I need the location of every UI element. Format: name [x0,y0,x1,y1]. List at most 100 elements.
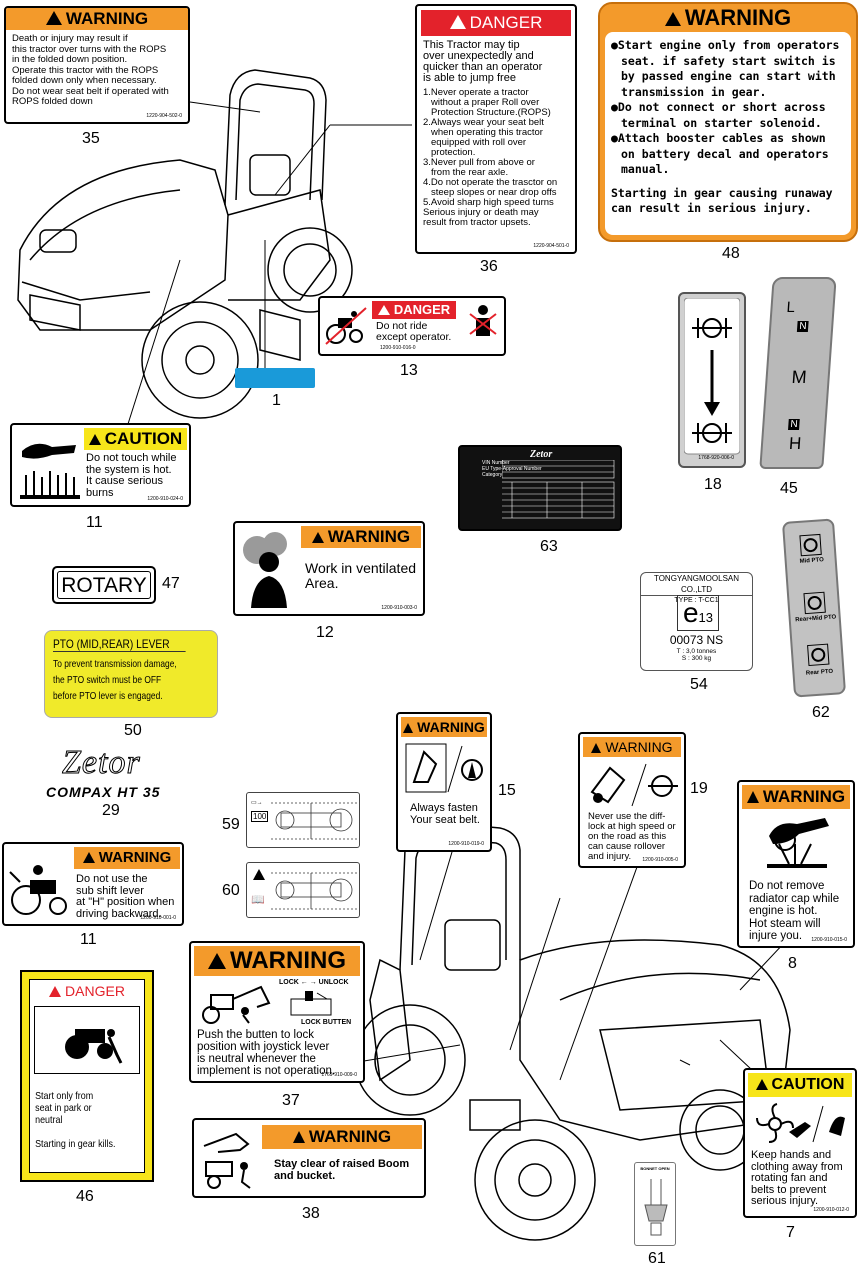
decal-12-code: 1200-910-003-0 [381,605,417,611]
warning-icon [45,11,62,25]
decal-12-line: Area. [305,575,339,591]
warning-icon [403,723,414,733]
decal-48-line: terminal on starter solenoid. [621,115,822,130]
decal-11-line: burns [86,486,114,499]
decal-36-line: result from tractor upsets. [423,217,531,228]
hot-surface-icon [20,443,80,499]
identification-plate-grid [502,460,615,519]
callout-7: 7 [786,1224,795,1241]
decal-7: CAUTION Keep hands and clothing away fro… [743,1068,857,1218]
callout-37: 37 [282,1092,300,1109]
diff-lock-icon [590,763,678,807]
decal-7-code: 1200-910-012-0 [813,1207,849,1213]
decal-29: Zetor COMPAX HT 35 [46,744,186,804]
lock-button-icon [290,991,332,1016]
decal-11-line: It cause serious [86,475,164,487]
decal-36-line: over unexpectedly and [423,50,534,62]
decal-37-line: implement is not operation. [197,1065,336,1077]
seated-operator-icon [469,305,497,336]
callout-46: 46 [76,1188,94,1205]
plate-row: VIN Number [482,460,510,466]
decal-48-line: ●Do not connect or short across [611,100,826,114]
caution-icon [88,434,101,445]
decal-35-line: this tractor over turns with the ROPS [12,43,167,55]
decal-13: DANGER Do not ride except operator. 1200… [318,296,506,356]
e-mark-number: 13 [698,610,714,625]
callout-45: 45 [780,480,798,497]
callout-8: 8 [788,955,797,972]
decal-15-line: Always fasten [410,802,478,814]
decal-36-line: from the rear axle. [431,167,509,178]
decal-38-line: Stay clear of raised Boom [274,1158,410,1170]
decal-48-line: on battery decal and operators [621,146,829,161]
decal-7-line: serious injury. [751,1195,819,1207]
pto-mode-rear: Rear PTO [805,668,834,677]
callout-63: 63 [540,538,558,555]
decal-46-header: DANGER [30,980,144,1002]
callout-48: 48 [722,245,740,262]
raised-boom-icon [203,1132,251,1189]
decal-35-line: ROPS folded down [12,96,93,107]
decal-38-header: WARNING [262,1125,422,1149]
gear-mark-N: N [796,321,809,332]
rotating-fan-icon [756,1103,845,1143]
decal-11b-line: sub shift lever [76,884,144,897]
decal-38: WARNING Stay clear of raised Boom and bu… [192,1118,426,1198]
decal-7-line: Keep hands and [751,1149,832,1161]
decal-36-line: protection. [431,147,476,158]
part-1-highlight [235,368,315,388]
callout-35: 35 [82,130,100,147]
service-icon: ▭→ [251,800,263,806]
decal-54-company: TONGYANGMOOLSAN CO.,LTD [641,573,752,596]
decal-8-line: Hot steam will [749,917,821,930]
decal-54-approval: 00073 NS [669,633,724,647]
rotary-label: ROTARY [57,571,151,599]
decal-46: DANGER Start only from seat in park or n… [20,970,154,1182]
callout-38: 38 [302,1205,320,1222]
decal-11-line: Do not touch while [86,452,177,464]
radiator-steam-icon [767,818,829,868]
decal-13-header: DANGER [372,301,456,319]
decal-19-code: 1200-910-005-0 [642,857,678,863]
decal-48-line: by passed engine can start with [621,69,836,83]
decal-46-line: Starting in gear kills. [35,1138,116,1150]
decal-61-header: BONNET OPEN [640,1166,670,1171]
decal-11-header: CAUTION [84,428,187,450]
decal-36-line: This Tractor may tip [423,39,520,51]
decal-48-header: WARNING [600,4,856,32]
decal-61: BONNET OPEN [634,1162,676,1246]
callout-11: 11 [86,514,103,531]
decal-7-line: belts to prevent [751,1183,827,1196]
decal-13-code: 1200-910-016-0 [380,345,416,351]
decal-36-header: DANGER [421,10,571,36]
decal-19-line: and injury. [588,851,632,862]
pto-icon [803,591,826,615]
decal-8-line: Do not remove [749,880,825,892]
pto-mode-rear-mid: Rear+Mid PTO [795,614,837,624]
decal-11-code: 1200-910-024-0 [147,496,183,502]
decal-11b-line: at "H" position when [76,896,175,908]
callout-1: 1 [272,392,281,409]
decal-35-code: 1220-904-502-0 [146,113,182,119]
decal-8-line: injure you. [749,930,803,942]
decal-46-line: Start only from [35,1090,94,1102]
lock-unlock-label: LOCK ← → UNLOCK [279,979,349,986]
decal-19-line: on the road as this [588,831,667,842]
decal-37-header: WARNING [194,946,360,976]
decal-15-code: 1200-910-019-0 [448,841,484,847]
callout-15: 15 [498,782,516,799]
danger-icon [377,305,390,315]
zetor-logo: Zetor [530,449,553,460]
decal-60: 📖 [246,862,360,918]
decal-35-line: in the folded down position. [12,54,128,65]
decal-36-line: quicker than an operator [423,61,543,73]
decal-11b-line: driving backward. [76,907,162,920]
decal-54-s: S : 300 kg [681,655,712,662]
decal-54-t: T : 3,0 tonnes [676,648,717,655]
decal-35-line: Operate this tractor with the ROPS [12,64,159,76]
decal-19-line: can cause rollover [588,841,666,852]
decal-8: WARNING Do not remove radiator cap while… [737,780,855,948]
seat-belt-icon [405,743,483,793]
lock-button-label: LOCK BUTTEN [301,1019,352,1026]
decal-7-line: clothing away from [751,1160,843,1173]
